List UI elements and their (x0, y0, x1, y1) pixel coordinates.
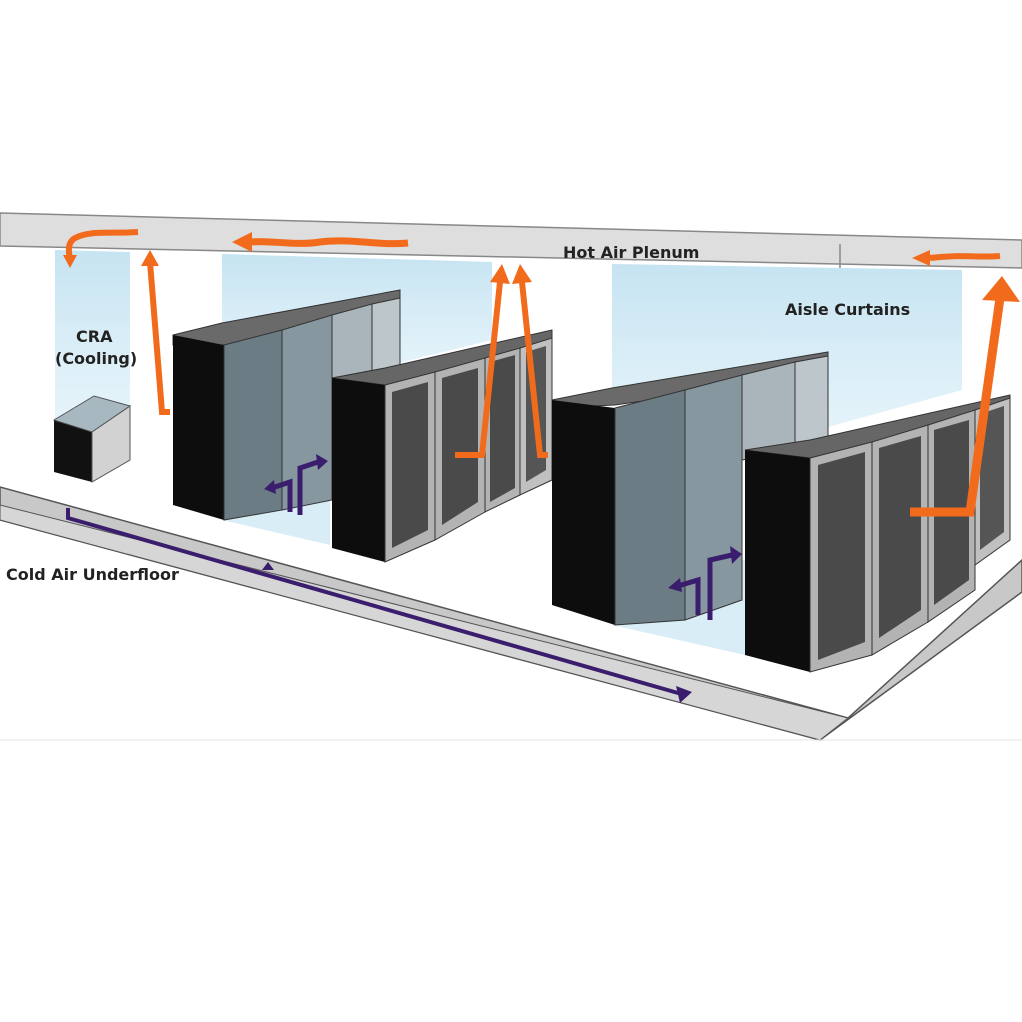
hot-air-plenum: Hot Air Plenum (0, 212, 1022, 269)
cra-unit: CRA (Cooling) (52, 327, 137, 483)
cold-aisle-arrows (264, 454, 742, 620)
cold-air-arrowhead (676, 686, 692, 703)
hot-air-arrow-cra-return (65, 229, 139, 259)
rack-row-4 (744, 394, 1011, 673)
cold-air-underfloor-label: Cold Air Underfloor (6, 565, 179, 584)
hot-air-arrow-rise-3 (519, 281, 548, 458)
hot-air-plenum-label: Hot Air Plenum (563, 243, 699, 262)
cold-air-split-arrow-1 (271, 459, 319, 515)
hot-air-arrow-rise-2 (455, 281, 503, 458)
hot-air-arrow-rise-1 (147, 261, 170, 415)
aisle-curtains-label: Aisle Curtains (785, 300, 910, 319)
rack-row-1 (172, 289, 401, 521)
rack-row-3 (551, 351, 829, 626)
cold-air-riser-arrow (262, 562, 274, 570)
hot-air-arrow-rise-4 (910, 297, 1005, 517)
cra-label: CRA (76, 327, 113, 346)
cold-air-split-arrow-2 (677, 552, 733, 620)
cold-air-arrow (66, 508, 686, 697)
cra-cooling-label: (Cooling) (55, 349, 137, 368)
hot-air-arrows (63, 229, 1020, 517)
hot-air-arrow-plenum-left (249, 237, 409, 248)
hot-air-arrow-plenum-right (929, 253, 1001, 261)
cold-air-underfloor: Cold Air Underfloor (6, 508, 692, 703)
